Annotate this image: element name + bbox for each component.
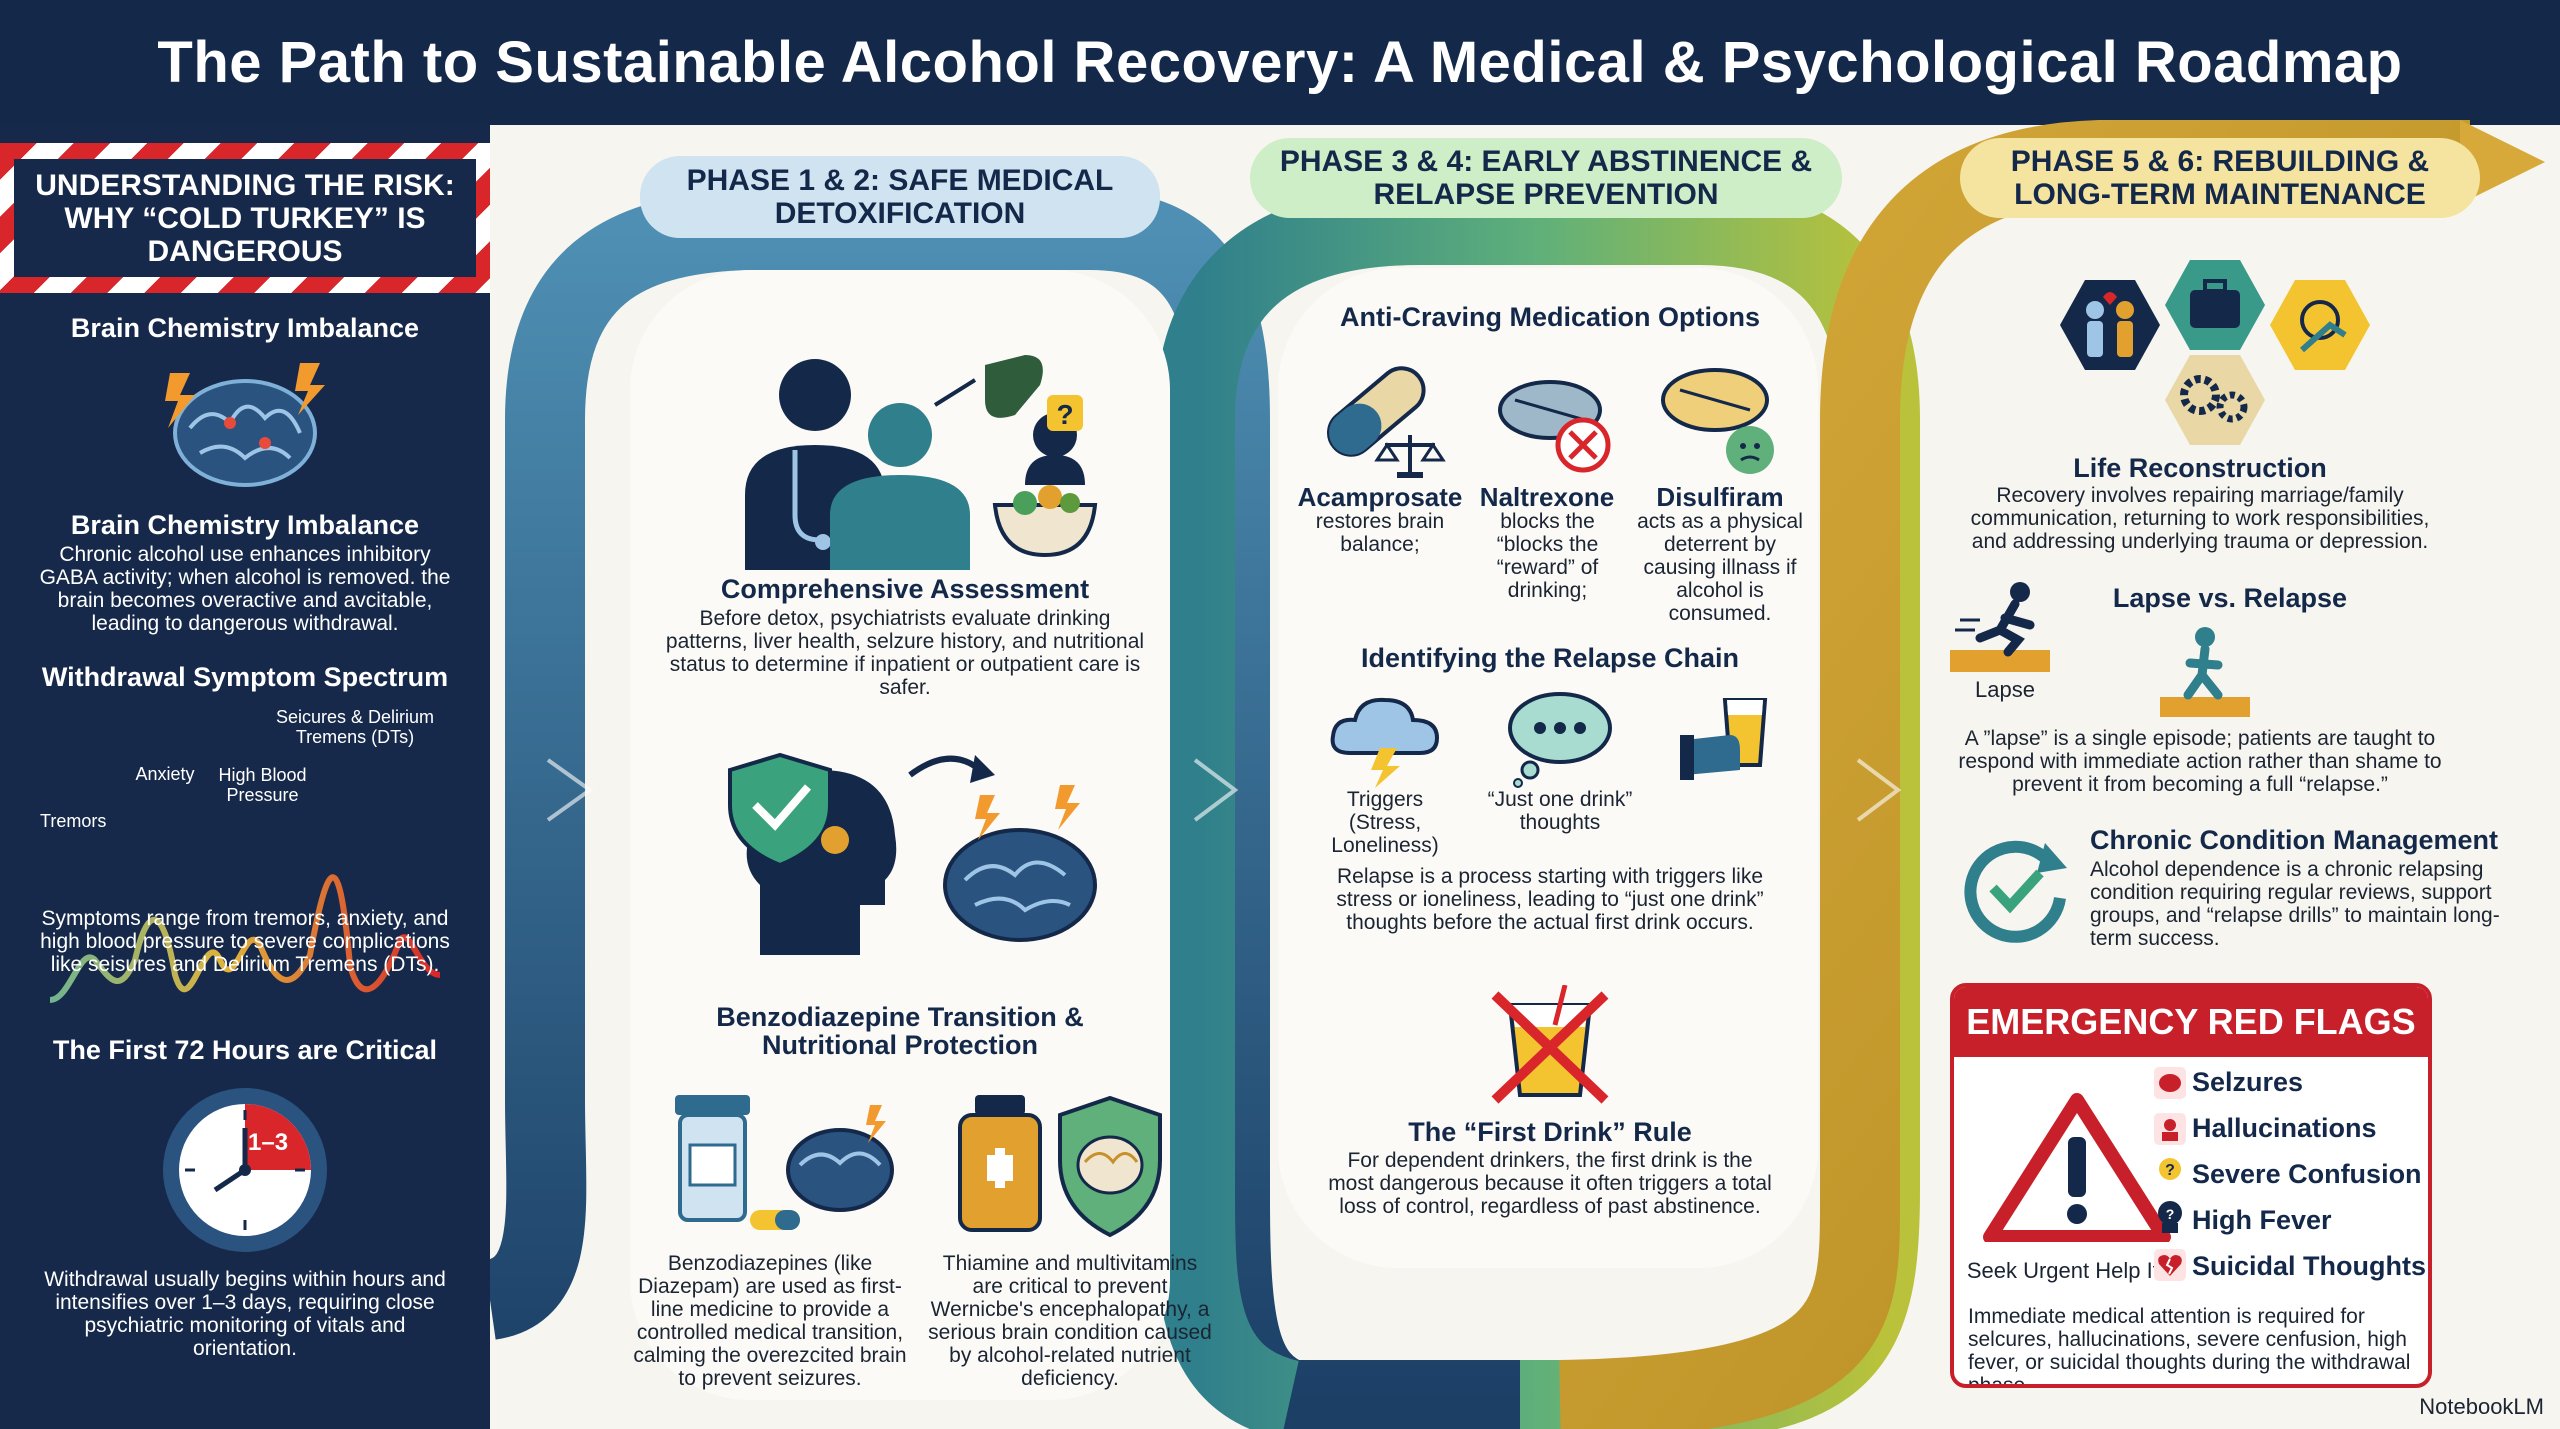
life-hexagons-icon [2060, 260, 2370, 445]
label-anxiety: Anxiety [135, 764, 195, 784]
label-high-bp: High Blood Pressure [218, 765, 307, 805]
med-text-disulfiram: acts as a physical deterrent by causing … [1637, 510, 1803, 625]
svg-text:?: ? [2166, 1206, 2175, 1222]
assessment-heading: Comprehensive Assessment [720, 574, 1090, 604]
risk-banner: UNDERSTANDING THE RISK: WHY “COLD TURKEY… [0, 143, 490, 293]
med-name-naltrexone: Naltrexone [1479, 482, 1615, 512]
chain-thought-label: “Just one drink” thoughts [1487, 788, 1633, 834]
med-text-naltrexone: blocks the “blocks the “reward” of drink… [1496, 510, 1599, 602]
seizure-brain-icon [2154, 1067, 2186, 1099]
clock-icon [163, 1088, 327, 1252]
lapse-heading: Lapse vs. Relapse [2112, 583, 2348, 613]
brain-heading-top: Brain Chemistry Imbalance [70, 313, 420, 343]
benzo-text: Benzodiazepines (like Diazepam) are used… [633, 1252, 907, 1390]
rule-text: For dependent drinkers, the first drink … [1328, 1149, 1772, 1218]
brain-heading: Brain Chemistry Imbalance [70, 510, 420, 540]
chain-trigger-label: Triggers (Stress, Loneliness) [1331, 788, 1439, 857]
med-text-acamprosate: restores brain balance; [1315, 510, 1445, 556]
chain-heading: Identifying the Relapse Chain [1360, 643, 1740, 673]
med-name-acamprosate: Acamprosate [1297, 482, 1463, 512]
emergency-title: EMERGENCY RED FLAGS [1954, 987, 2428, 1057]
thiamine-shield-icon [958, 1095, 1162, 1238]
acamprosate-capsule-icon [1327, 366, 1446, 478]
symptom-wave-chart [49, 874, 441, 1003]
no-drink-icon [1491, 985, 1609, 1104]
label-seizures: Seicures & Delirium Tremens (DTs) [275, 707, 435, 747]
label-tremors: Tremors [40, 811, 107, 831]
seek-help-label: Seek Urgent Help If... [1966, 1258, 2178, 1283]
brain-lightning-icon [165, 363, 325, 487]
phase12-title: PHASE 1 & 2: SAFE MEDICAL DETOXIFICATION [640, 156, 1160, 238]
brain-text: Chronic alcohol use enhances inhibitory … [39, 543, 451, 635]
shield-brain-icon [728, 752, 1097, 955]
emergency-box: EMERGENCY RED FLAGS Seek Urgent Help If.… [1950, 983, 2432, 1388]
flag-hallucinations: Hallucinations [2192, 1113, 2377, 1143]
cycle-check-icon [1964, 840, 2067, 943]
flag-seizures: Selzures [2192, 1067, 2304, 1097]
flag-confusion: Severe Confusion [2192, 1159, 2422, 1189]
relapse-walker-icon [2160, 627, 2250, 717]
flag-fever: High Fever [2192, 1205, 2332, 1235]
storm-cloud-icon [1330, 697, 1440, 788]
doctor-patient-icon: ? [745, 355, 1098, 570]
life-text: Recovery involves repairing marriage/fam… [1970, 484, 2430, 553]
fever-head-icon: ? [2158, 1201, 2182, 1233]
chronic-heading: Chronic Condition Management [2090, 825, 2498, 855]
lapse-runner-icon [1950, 582, 2050, 672]
hand-drink-icon [1680, 698, 1768, 780]
spectrum-text: Symptoms range from tremors, anxiety, an… [40, 907, 450, 976]
spectrum-heading: Withdrawal Symptom Spectrum [41, 662, 449, 692]
notebooklm-brand: NotebookLM [2419, 1394, 2544, 1420]
risk-sidebar: UNDERSTANDING THE RISK: WHY “COLD TURKEY… [0, 125, 490, 1429]
assessment-text: Before detox, psychiatrists evaluate dri… [665, 607, 1145, 699]
hallucination-icon [2154, 1113, 2186, 1145]
flag-suicidal: Suicidal Thoughts [2192, 1251, 2426, 1281]
rule-heading: The “First Drink” Rule [1408, 1117, 1692, 1147]
disulfiram-pill-icon [1661, 368, 1774, 474]
brand-label: NotebookLM [2419, 1394, 2544, 1419]
risk-title: UNDERSTANDING THE RISK: WHY “COLD TURKEY… [35, 168, 455, 268]
hours-text: Withdrawal usually begins within hours a… [44, 1268, 446, 1360]
chain-text: Relapse is a process starting with trigg… [1336, 865, 1764, 934]
phase34-title: PHASE 3 & 4: EARLY ABSTINENCE & RELAPSE … [1250, 138, 1842, 218]
hours-heading: The First 72 Hours are Critical [52, 1035, 438, 1065]
page-title: The Path to Sustainable Alcohol Recovery… [157, 30, 2403, 95]
lapse-text: A ”lapse” is a single episode; patients … [1958, 727, 2442, 796]
lapse-label: Lapse [1975, 677, 2035, 702]
confusion-icon: ? [2159, 1158, 2181, 1180]
benzo-heading: Benzodiazepine Transition & Nutritional … [716, 1002, 1084, 1060]
med-name-disulfiram: Disulfiram [1656, 482, 1784, 512]
thought-bubble-icon [1508, 692, 1612, 788]
title-bar: The Path to Sustainable Alcohol Recovery… [0, 0, 2560, 125]
pill-bottle-brain-icon [675, 1095, 894, 1230]
phase56-title: PHASE 5 & 6: REBUILDING & LONG-TERM MAIN… [1960, 138, 2480, 218]
broken-heart-icon [2154, 1249, 2186, 1281]
svg-text:?: ? [1056, 399, 1073, 430]
svg-text:?: ? [2165, 1162, 2175, 1179]
emergency-text: Immediate medical attention is required … [1968, 1305, 2411, 1388]
clock-label: 1–3 [248, 1129, 289, 1156]
life-heading: Life Reconstruction [2073, 453, 2327, 483]
naltrexone-pill-icon [1498, 380, 1611, 473]
meds-heading: Anti-Craving Medication Options [1339, 302, 1760, 332]
thiamine-text: Thiamine and multivitamins are critical … [928, 1252, 1212, 1390]
chronic-text: Alcohol dependence is a chronic relapsin… [2090, 858, 2500, 950]
warning-triangle-icon [1983, 1093, 2171, 1242]
